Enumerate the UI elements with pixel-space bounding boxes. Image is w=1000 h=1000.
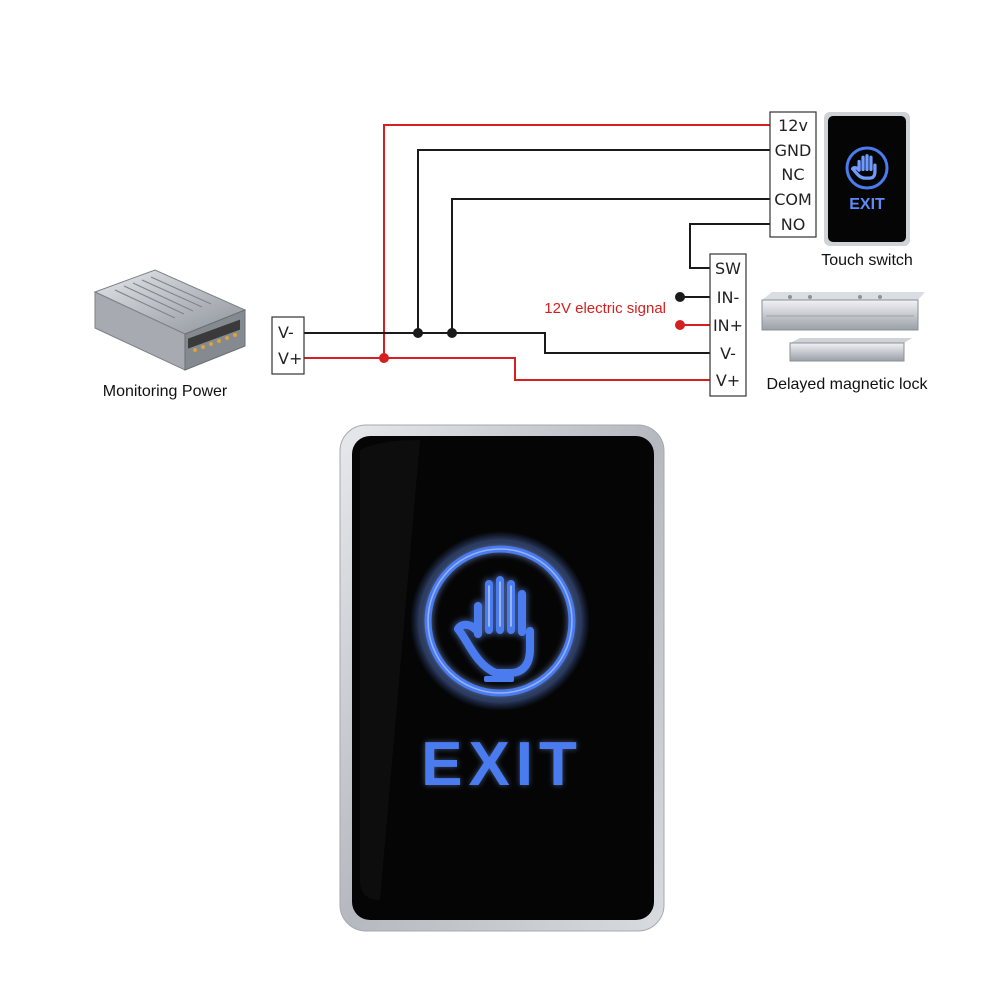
power-terminal-v-minus: V- — [278, 323, 294, 342]
hand-icon — [850, 154, 877, 180]
wire-12v-red — [300, 124, 770, 359]
junction-dot — [379, 353, 389, 363]
power-supply-caption: Monitoring Power — [103, 383, 228, 400]
lock-terminal-block: SW IN- IN+ V- V+ — [709, 253, 747, 397]
touch-switch-thumbnail: EXIT — [824, 112, 910, 246]
terminal-in-minus: IN- — [717, 288, 739, 307]
hand-icon[interactable] — [452, 574, 536, 682]
exit-button-panel: EXIT EXIT — [339, 424, 665, 932]
signal-note: 12V electric signal — [544, 300, 666, 317]
terminal-gnd: GND — [775, 141, 812, 160]
wire-no-sw-black — [689, 223, 770, 269]
wire-vplus-red — [384, 357, 710, 381]
terminal-sw: SW — [715, 259, 741, 278]
signal-dot-in-minus — [675, 292, 685, 302]
terminal-lock-v-plus: V+ — [716, 371, 740, 390]
svg-text:EXIT: EXIT — [421, 730, 583, 799]
monitoring-power-supply: Monitoring Power V- V+ — [93, 269, 305, 400]
terminal-com: COM — [774, 190, 812, 209]
terminal-12v: 12v — [778, 116, 808, 135]
magnetic-lock-image — [761, 292, 925, 362]
wires — [300, 124, 770, 381]
signal-dot-in-plus — [675, 320, 685, 330]
wire-gnd-black — [417, 149, 770, 333]
power-terminal-block — [271, 316, 305, 375]
junction-dot — [413, 328, 423, 338]
touch-switch-caption: Touch switch — [821, 252, 913, 269]
junction-dot — [447, 328, 457, 338]
wire-com-black — [451, 198, 770, 333]
terminal-lock-v-minus: V- — [720, 344, 736, 363]
power-terminal-v-plus: V+ — [278, 349, 302, 368]
exit-label: EXIT — [421, 730, 583, 799]
terminal-no: NO — [781, 215, 806, 234]
terminal-in-plus: IN+ — [713, 316, 743, 335]
magnetic-lock-caption: Delayed magnetic lock — [767, 376, 929, 393]
wire-vminus-black — [300, 332, 710, 354]
touch-switch-thumb-label: EXIT — [849, 196, 885, 213]
power-supply-image — [93, 269, 247, 371]
terminal-nc: NC — [781, 165, 804, 184]
touch-switch-terminal-block: 12v GND NC COM NO — [769, 111, 817, 238]
